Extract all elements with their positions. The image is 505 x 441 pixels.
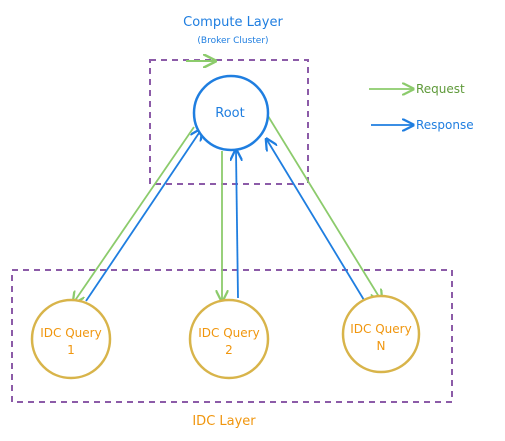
compute-layer-box [149,59,309,185]
idc-layer-box [11,269,453,403]
compute-layer-title: Compute Layer [183,15,283,30]
request-arrow-root-to-query-1 [74,126,195,302]
root-node-label: Root [215,106,244,121]
response-arrow-query-n-to-root [267,140,365,301]
idc-query-2-node [188,298,270,380]
idc-layer-title: IDC Layer [192,414,256,429]
response-arrow-query-2-to-root [236,151,238,299]
root-node [192,74,270,152]
response-arrow-query-1-to-root [85,130,201,302]
idc-query-2-number: 2 [225,343,233,357]
idc-query-1-node [30,298,112,380]
legend-response-label: Response [416,118,474,132]
idc-query-2-label: IDC Query [198,326,259,340]
legend: Request Response [369,82,474,132]
idc-query-n-label: IDC Query [350,322,411,336]
request-arrow-root-to-query-n [267,115,381,300]
idc-query-1-label: IDC Query [40,326,101,340]
idc-query-1-number: 1 [67,343,75,357]
idc-query-n-number: N [377,339,386,353]
legend-request-label: Request [416,82,465,96]
idc-query-n-node [341,294,421,374]
compute-layer-subtitle: (Broker Cluster) [197,36,268,46]
